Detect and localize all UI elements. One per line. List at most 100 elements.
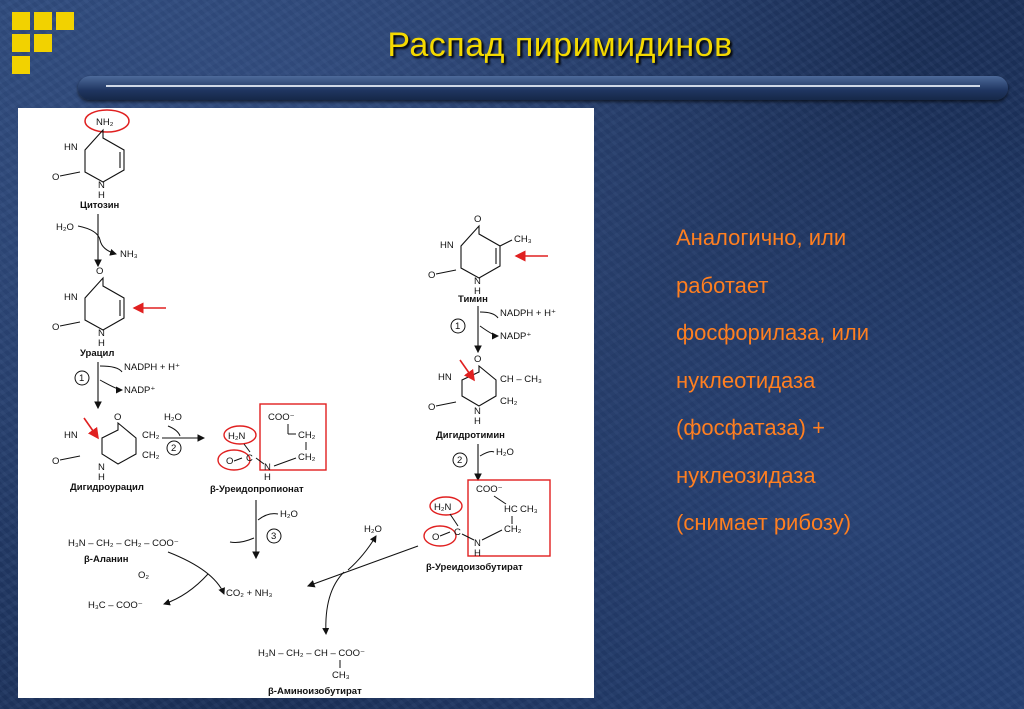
step-number: 2 (171, 443, 176, 454)
cleavage-step-uracil: H₂O 3 (229, 500, 298, 560)
ch3-group: CH₃ (332, 670, 350, 681)
oxygen: O (474, 214, 481, 225)
oxygen: O (114, 412, 121, 423)
n-atom: N (98, 328, 105, 339)
carbonyl-highlight-circle (423, 525, 457, 547)
dihydrouracil-label: Дигидроурацил (70, 482, 144, 493)
ureidoisobutyrate-label: β-Уреидоизобутират (426, 562, 523, 573)
hn-group: HN (64, 292, 78, 303)
ureidopropionate-label: β-Уреидопропионат (210, 484, 304, 495)
water-reagent: H₂O (56, 222, 74, 233)
ch2-group: CH₂ (142, 430, 160, 441)
oxygen: O (52, 322, 59, 333)
cleavage-step-thymine: H₂O (306, 524, 419, 635)
text-line: (фосфатаза) + (676, 415, 825, 440)
carboxyl-highlight-box (467, 479, 551, 557)
slide-title: Распад пиримидинов (387, 26, 733, 64)
title-underline-rule (106, 85, 980, 87)
logo-square (34, 34, 52, 52)
n-atom: N (264, 462, 271, 473)
oxygen: O (52, 456, 59, 467)
h-atom: H (98, 472, 105, 483)
explanation-text: Аналогично, или работает фосфорилаза, ил… (676, 214, 1006, 547)
water-reagent: H₂O (280, 509, 298, 520)
oxygen: O (52, 172, 59, 183)
highlight-arrow (459, 359, 475, 382)
step-number: 3 (271, 531, 276, 542)
nadp-product: NADP⁺ (500, 331, 531, 342)
oxygen: O (428, 402, 435, 413)
step-number: 1 (79, 373, 84, 384)
beta-alanine-structure: H₃N – CH₂ – CH₂ – COO⁻ β-Аланин O₂ H₃C –… (68, 538, 225, 611)
deamination-step: H₂O NH₃ (56, 214, 138, 268)
hn-group: HN (64, 430, 78, 441)
carboxyl-highlight-box (259, 403, 327, 471)
beta-alanine-label: β-Аланин (84, 554, 129, 565)
hn-group: HN (64, 142, 78, 153)
oxygen: O (474, 354, 481, 365)
co2-nh3-products: CO₂ + NH₃ (226, 588, 272, 599)
hydrolysis-step-thymine: H₂O 2 (452, 444, 514, 482)
reduction-step-thymine: NADPH + H⁺ NADP⁺ 1 (450, 306, 556, 354)
n-atom: N (98, 180, 105, 191)
thymine-structure: O CH₃ HN O N H Тимин (428, 214, 548, 305)
step-number: 1 (455, 321, 460, 332)
n-atom: N (474, 406, 481, 417)
step-number: 2 (457, 455, 462, 466)
h-atom: H (474, 548, 481, 559)
amine-highlight-circle (223, 425, 257, 445)
ch2-group: CH₂ (142, 450, 160, 461)
ch3-group: CH₃ (520, 504, 538, 515)
h-atom: H (98, 338, 105, 349)
carbonyl-highlight-circle (217, 449, 251, 471)
text-line: нуклеозидаза (676, 462, 816, 488)
ammonia-product: NH₃ (120, 249, 138, 260)
text-line: (снимает рибозу) (676, 510, 852, 535)
amine-highlight-circle (429, 496, 463, 516)
dihydrouracil-structure: O HN CH₂ CH₂ O N H Дигидроурацил (52, 412, 160, 493)
water-reagent: H₂O (496, 447, 514, 458)
text-line: фосфорилаза, или (676, 320, 869, 345)
oxygen: O (226, 456, 233, 467)
beta-aminoisobutyrate-structure: H₃N – CH₂ – CH – COO⁻ CH₃ β-Аминоизобути… (258, 648, 365, 697)
nadph-reagent: NADPH + H⁺ (500, 308, 556, 319)
water-reagent: H₂O (164, 412, 182, 423)
dihydrothymine-structure: O HN CH – CH₃ CH₂ O N H Дигидротимин (428, 354, 542, 441)
coo-group: COO⁻ (476, 484, 503, 495)
text-line: нуклеотидаза (676, 367, 816, 393)
hn-group: HN (440, 240, 454, 251)
hn-group: HN (438, 372, 452, 383)
oxygen: O (428, 270, 435, 281)
oxygen: O (432, 532, 439, 543)
cytosine-label: Цитозин (80, 200, 120, 211)
pyrimidine-degradation-diagram: NH₂ HN O N H Цитозин H₂O NH₃ O HN O N H … (18, 108, 594, 698)
uracil-structure: O HN O N H Урацил (52, 266, 166, 359)
logo-square (12, 12, 30, 30)
h-atom: H (474, 286, 481, 297)
dihydrothymine-label: Дигидротимин (436, 430, 505, 441)
ch2-group: CH₂ (500, 396, 518, 407)
reduction-step-uracil: NADPH + H⁺ NADP⁺ 1 (74, 362, 180, 410)
nh2-group: NH₂ (96, 117, 114, 128)
alanine-formula: H₃N – CH₂ – CH₂ – COO⁻ (68, 538, 179, 549)
ch2-group: CH₂ (298, 430, 316, 441)
h-atom: H (264, 472, 271, 483)
logo-square (12, 34, 30, 52)
text-line: работает (676, 272, 769, 298)
amino-highlight-circle (84, 109, 130, 133)
uracil-label: Урацил (80, 348, 114, 359)
n-atom: N (474, 538, 481, 549)
logo-square (12, 56, 30, 74)
ch2-group: CH₂ (298, 452, 316, 463)
beta-aminoisobutyrate-label: β-Аминоизобутират (268, 686, 362, 697)
nadph-reagent: NADPH + H⁺ (124, 362, 180, 373)
text-line: Аналогично, или (676, 225, 847, 250)
hc-group: HC (504, 504, 518, 515)
h-atom: H (98, 190, 105, 201)
oxygen: O (96, 266, 103, 277)
ch3-group: CH₃ (514, 234, 532, 245)
nadp-product: NADP⁺ (124, 385, 155, 396)
logo-square (56, 12, 74, 30)
highlight-arrow (83, 417, 99, 440)
ch2-group: CH₂ (504, 524, 522, 535)
